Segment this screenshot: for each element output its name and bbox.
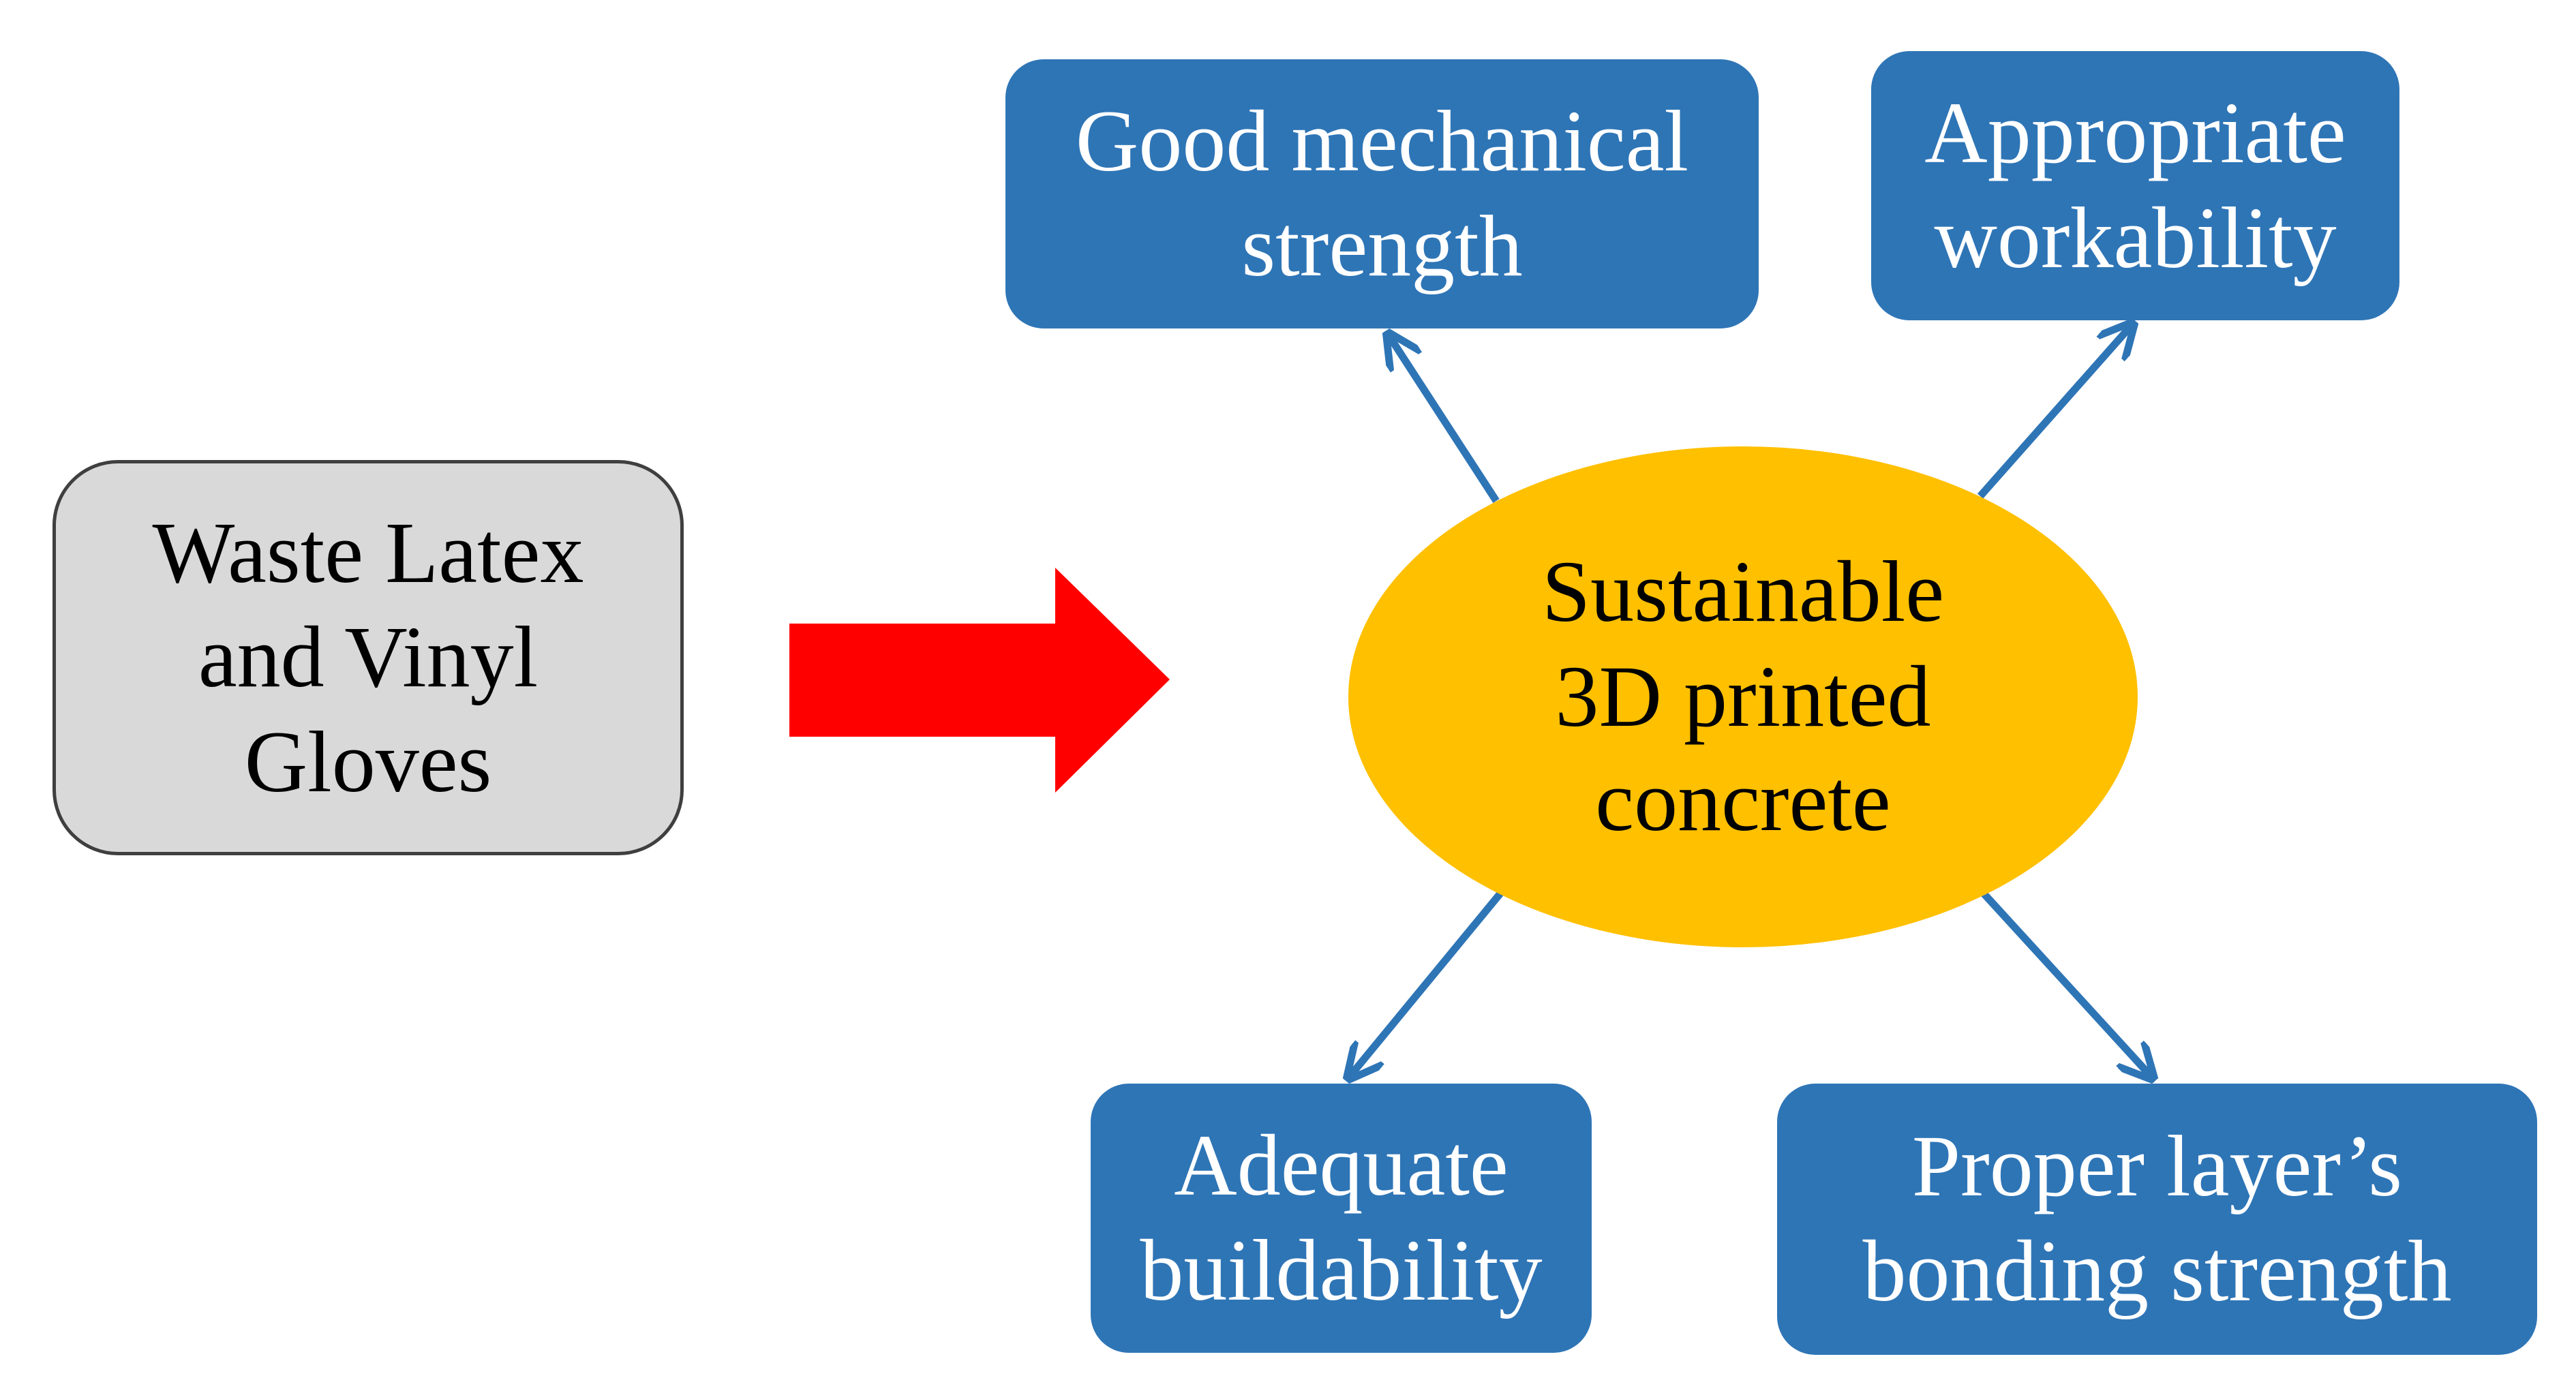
outcome-label: Adequate buildability: [1140, 1116, 1543, 1319]
outcome-box-bonding-strength: Proper layer’s bonding strength: [1777, 1084, 2537, 1355]
connector-to-buildability: [1348, 883, 1510, 1078]
center-label: Sustainable 3D printed concrete: [1541, 543, 1945, 850]
connector-to-workability: [1977, 324, 2133, 499]
outcome-label: Appropriate workability: [1924, 84, 2346, 286]
input-arrow: [789, 568, 1170, 793]
source-box: Waste Latex and Vinyl Gloves: [52, 460, 684, 855]
connector-to-mechanical-strength: [1388, 334, 1500, 503]
outcome-label: Good mechanical strength: [1075, 92, 1689, 294]
outcome-box-mechanical-strength: Good mechanical strength: [1005, 59, 1759, 328]
connector-to-bonding-strength: [1973, 883, 2153, 1078]
center-ellipse: Sustainable 3D printed concrete: [1348, 446, 2138, 947]
outcome-box-workability: Appropriate workability: [1871, 51, 2399, 320]
outcome-box-buildability: Adequate buildability: [1091, 1084, 1592, 1353]
source-label: Waste Latex and Vinyl Gloves: [152, 504, 584, 810]
outcome-label: Proper layer’s bonding strength: [1862, 1118, 2452, 1319]
